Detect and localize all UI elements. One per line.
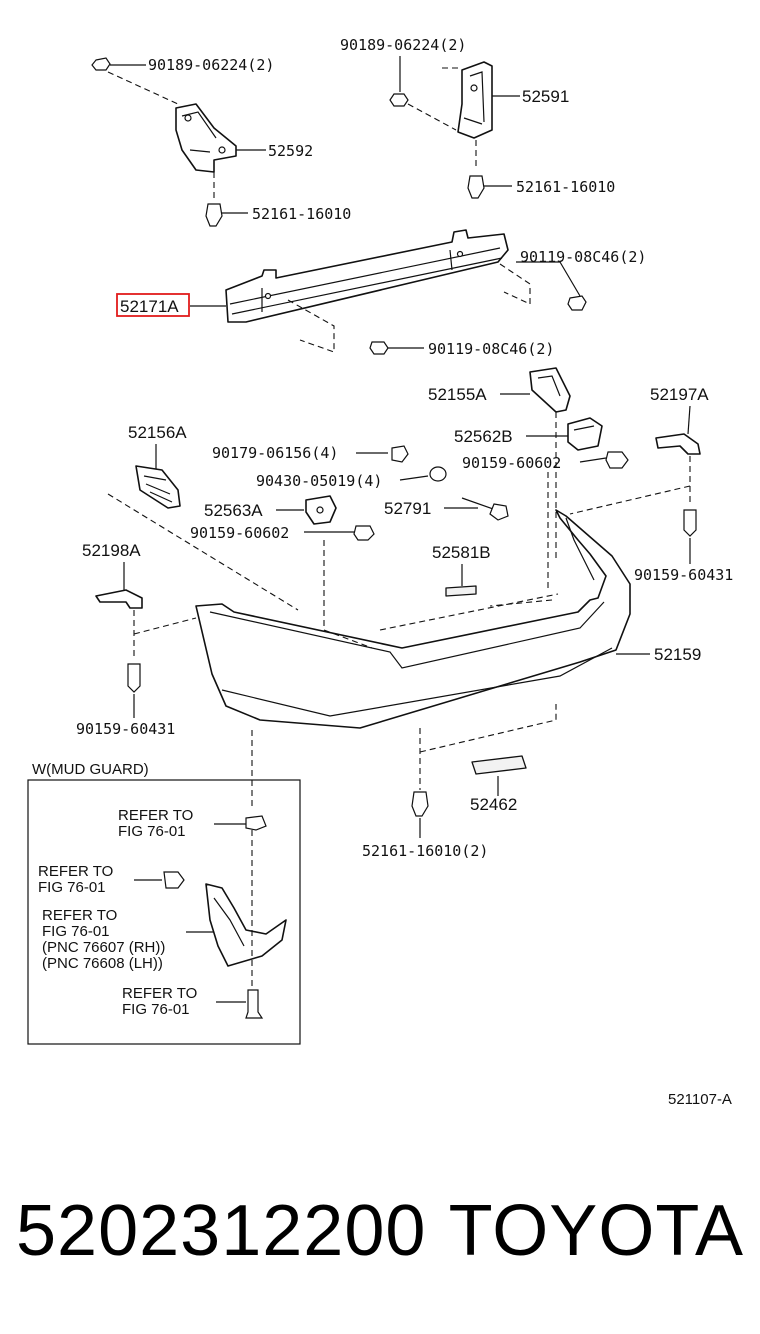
spacer-52198A (95, 589, 143, 609)
mud-guard-part (205, 883, 287, 967)
label-52161-left: 52161-16010 (252, 205, 351, 223)
refer-3-line4: (PNC 76608 (LH)) (42, 955, 163, 972)
refer-2-line1: REFER TO (38, 863, 113, 880)
mud-guard-box: W(MUD GUARD) REFER TO FIG 76-01 REFER TO… (27, 761, 301, 1045)
refer-4-line1: REFER TO (122, 985, 197, 1002)
bolt-90119-center (369, 341, 389, 355)
label-52156A: 52156A (128, 423, 187, 442)
label-90189-right: 90189-06224(2) (340, 36, 466, 54)
label-90159-mid: 90159-60602 (462, 454, 561, 472)
highlight-52171A (116, 293, 190, 317)
label-90189-left: 90189-06224(2) (148, 56, 274, 74)
mud-screw-2 (163, 871, 185, 889)
footer: 5202312200 TOYOTA (0, 1190, 760, 1280)
refer-2-line2: FIG 76-01 (38, 879, 106, 896)
retainer-52156A (135, 465, 181, 509)
refer-4-line2: FIG 76-01 (122, 1001, 190, 1018)
nut-90179 (391, 445, 409, 463)
label-52159: 52159 (654, 645, 701, 664)
label-90119-right: 90119-08C46(2) (520, 248, 646, 266)
retainer-52563A (305, 495, 337, 525)
retainer-52562B (567, 417, 603, 451)
label-90179: 90179-06156(4) (212, 444, 338, 462)
label-52591: 52591 (522, 87, 569, 106)
label-52197A: 52197A (650, 385, 709, 404)
reinforcement-52171A (225, 229, 509, 323)
bolt-90159-left (353, 525, 375, 541)
clip-52161-bottom (411, 791, 429, 817)
bracket-52591 (457, 61, 493, 139)
washer-90430 (429, 466, 447, 482)
bracket-52592 (175, 103, 237, 173)
brand-name: TOYOTA (448, 1191, 744, 1271)
label-52592: 52592 (268, 142, 313, 160)
label-90430: 90430-05019(4) (256, 472, 382, 490)
label-52563A: 52563A (204, 501, 263, 520)
bolt-90189-right (389, 93, 409, 107)
clip-52161-left (205, 203, 248, 227)
bumper-cover-52159 (195, 509, 631, 729)
clip-52161-right (467, 175, 512, 199)
bolt-90159-bottom (127, 663, 141, 693)
label-52562B: 52562B (454, 427, 513, 446)
refer-3-line1: REFER TO (42, 907, 117, 924)
diagram-code: 521107-A (668, 1091, 732, 1108)
mud-guard-title: W(MUD GUARD) (32, 761, 149, 778)
part-number: 5202312200 (16, 1191, 427, 1271)
label-90159-right: 90159-60431 (634, 566, 733, 584)
refer-1-line1: REFER TO (118, 807, 193, 824)
label-52161-bottom: 52161-16010(2) (362, 842, 488, 860)
bolt-90159-mid (605, 451, 629, 469)
label-52155A: 52155A (428, 385, 487, 404)
pad-52581B (445, 585, 477, 597)
label-52462: 52462 (470, 795, 517, 814)
label-52171A: 52171A (120, 297, 179, 316)
screw-52791 (461, 497, 509, 521)
mud-clip-1 (245, 815, 267, 831)
mud-screw-4 (245, 989, 264, 1019)
label-90119-center: 90119-08C46(2) (428, 340, 554, 358)
spacer-52197A (655, 433, 701, 455)
pad-52462 (471, 755, 527, 775)
bolt-90119-right (567, 295, 587, 311)
refer-3-line2: FIG 76-01 (42, 923, 110, 940)
refer-3-line3: (PNC 76607 (RH)) (42, 939, 165, 956)
bolt-90159-right (683, 509, 697, 537)
retainer-52155A (529, 367, 571, 413)
label-52161-right: 52161-16010 (516, 178, 615, 196)
label-90159-bottom: 90159-60431 (76, 720, 175, 738)
refer-1-line2: FIG 76-01 (118, 823, 186, 840)
label-52581B: 52581B (432, 543, 491, 562)
label-52791: 52791 (384, 499, 431, 518)
bolt-90189-left (91, 57, 146, 71)
label-52198A: 52198A (82, 541, 141, 560)
label-90159-left: 90159-60602 (190, 524, 289, 542)
